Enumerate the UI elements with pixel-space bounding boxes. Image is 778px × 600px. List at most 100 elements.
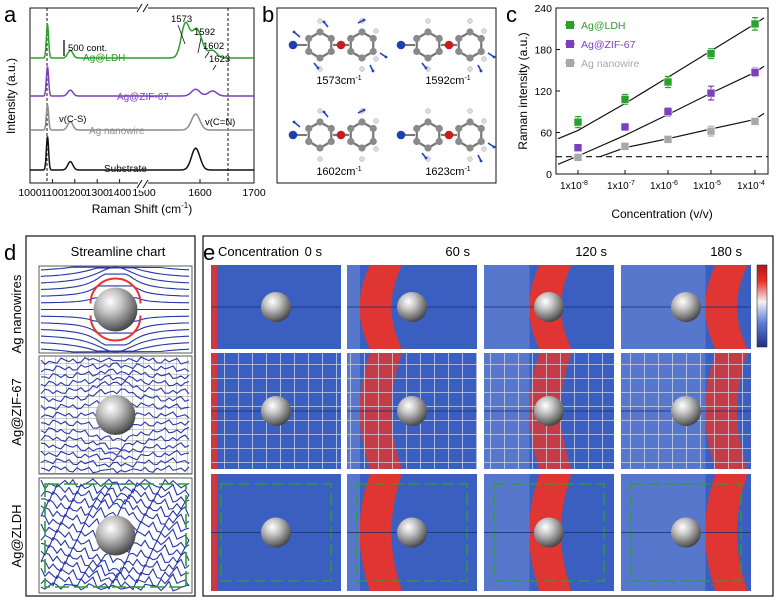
data-point <box>573 117 583 127</box>
concentration-map-r1-c3 <box>621 353 751 469</box>
concentration-map-r0-c3 <box>621 265 751 349</box>
series-label-ag-zif67: Ag@ZIF-67 <box>117 92 169 103</box>
calibration-frame <box>555 7 769 175</box>
spectra-x-axis-label: Raman Shift (cm-1) <box>92 201 192 216</box>
legend-marker <box>566 40 574 48</box>
silver-sphere <box>671 517 701 548</box>
data-point <box>663 107 673 117</box>
row-label-ag-nanowires: Ag nanowires <box>9 274 24 353</box>
concentration-map-r1-c0 <box>211 353 341 469</box>
streamline-panel: Streamline chart Ag nanowires Ag@ZIF-67 … <box>9 235 196 597</box>
data-point <box>663 135 673 144</box>
peak-label-1592: 1592 <box>194 27 215 38</box>
calibration-y-axis-label: Raman intensity (a.u.) <box>516 32 530 149</box>
spectrum-line-3 <box>30 136 254 171</box>
data-point <box>663 77 673 87</box>
row-label-ag-zldh: Ag@ZLDH <box>9 504 24 567</box>
scale-bar-label: 500 cont. <box>68 43 107 54</box>
panel-label-c: c <box>506 2 517 27</box>
silver-sphere <box>397 517 427 548</box>
streamline-frame <box>25 235 196 597</box>
spectra-x-tick-label: 1200 <box>63 187 87 199</box>
concentration-map-r2-c1 <box>347 474 477 591</box>
concentration-map-r0-c2 <box>484 265 614 349</box>
calibration-y-tick-label: 120 <box>534 86 552 98</box>
spectra-x-tick-label: 1300 <box>86 187 110 199</box>
calibration-x-tick-label: 1x10-4 <box>737 180 765 192</box>
calibration-x-tick-label: 1x10-5 <box>693 180 721 192</box>
time-label-120s: 120 s <box>575 244 607 259</box>
spectra-x-tick-label: 1400 <box>108 187 132 199</box>
spectra-x-tick-label: 1700 <box>242 187 266 199</box>
silver-sphere <box>671 396 701 426</box>
silver-sphere <box>397 292 427 322</box>
calibration-y-tick-label: 240 <box>534 3 552 15</box>
mode-label-1623: 1623cm-1 <box>425 166 470 178</box>
peak-leader-lines <box>177 24 217 71</box>
colorbar <box>756 264 768 348</box>
silver-sphere <box>534 292 564 322</box>
calibration-y-tick-label: 0 <box>546 169 552 181</box>
molecule-mode-0 <box>288 18 388 73</box>
silver-sphere <box>534 396 564 426</box>
legend-label: Ag nanowire <box>581 58 640 70</box>
silver-sphere <box>93 287 138 332</box>
spectra-x-tick-label: 1100 <box>41 187 64 199</box>
vcn-annotation: v(C=N) <box>205 117 235 128</box>
spectrum-line-2 <box>30 104 254 131</box>
row-label-ag-zif67: Ag@ZIF-67 <box>9 378 24 445</box>
panel-label-a: a <box>4 2 17 27</box>
data-point <box>620 142 630 151</box>
streamline-box-0 <box>38 265 193 354</box>
series-label-ag-ldh: Ag@LDH <box>83 53 125 64</box>
mode-label-1602: 1602cm-1 <box>316 166 361 178</box>
streamline-box-2 <box>38 477 193 594</box>
molecule-mode-2 <box>288 108 379 162</box>
data-point <box>620 122 630 132</box>
panel-label-b: b <box>262 2 274 27</box>
calibration-x-tick-label: 1x10-8 <box>560 180 588 192</box>
concentration-title: Concentration <box>218 244 299 259</box>
time-label-0s: 0 s <box>305 244 323 259</box>
time-label-180s: 180 s <box>710 244 742 259</box>
data-point <box>750 117 760 126</box>
concentration-panel: Concentration 0 s 60 s 120 s 180 s <box>202 235 774 597</box>
streamline-title: Streamline chart <box>71 244 166 259</box>
legend-marker <box>566 59 574 67</box>
mode-label-1573: 1573cm-1 <box>316 75 361 87</box>
legend-label: Ag@LDH <box>581 20 626 32</box>
calibration-y-tick-label: 60 <box>540 128 552 140</box>
data-point <box>706 49 716 58</box>
axis-break-bottom <box>136 178 149 190</box>
molecule-mode-1 <box>396 18 496 73</box>
time-label-60s: 60 s <box>445 244 470 259</box>
calibration-x-tick-label: 1x10-6 <box>650 180 678 192</box>
panel-label-e: e <box>203 240 215 265</box>
data-point <box>706 126 716 136</box>
axis-break-top <box>136 2 149 14</box>
concentration-map-r2-c3 <box>621 474 751 591</box>
spectrum-line-1 <box>30 66 254 97</box>
series-label-substrate: Substrate <box>104 164 147 175</box>
silver-sphere <box>261 517 291 548</box>
calibration-x-axis-label: Concentration (v/v) <box>611 207 712 221</box>
mode-label-1592: 1592cm-1 <box>425 75 470 87</box>
concentration-map-r0-c1 <box>347 265 477 349</box>
fit-line-0 <box>557 17 765 140</box>
silver-sphere <box>261 396 291 426</box>
silver-sphere <box>95 395 136 435</box>
silver-sphere <box>95 515 136 556</box>
peak-label-1573: 1573 <box>171 14 192 25</box>
concentration-map-r1-c1 <box>347 353 477 469</box>
vibration-modes-panel: 1573cm-1 1592cm-1 1602cm-1 1623cm-1 <box>276 7 497 184</box>
calibration-y-tick-label: 180 <box>534 45 552 57</box>
modes-frame <box>276 7 497 184</box>
molecule-mode-3 <box>396 108 496 163</box>
data-point <box>573 143 583 153</box>
peak-label-1602: 1602 <box>203 41 224 52</box>
data-point <box>750 19 760 29</box>
silver-sphere <box>534 517 564 548</box>
